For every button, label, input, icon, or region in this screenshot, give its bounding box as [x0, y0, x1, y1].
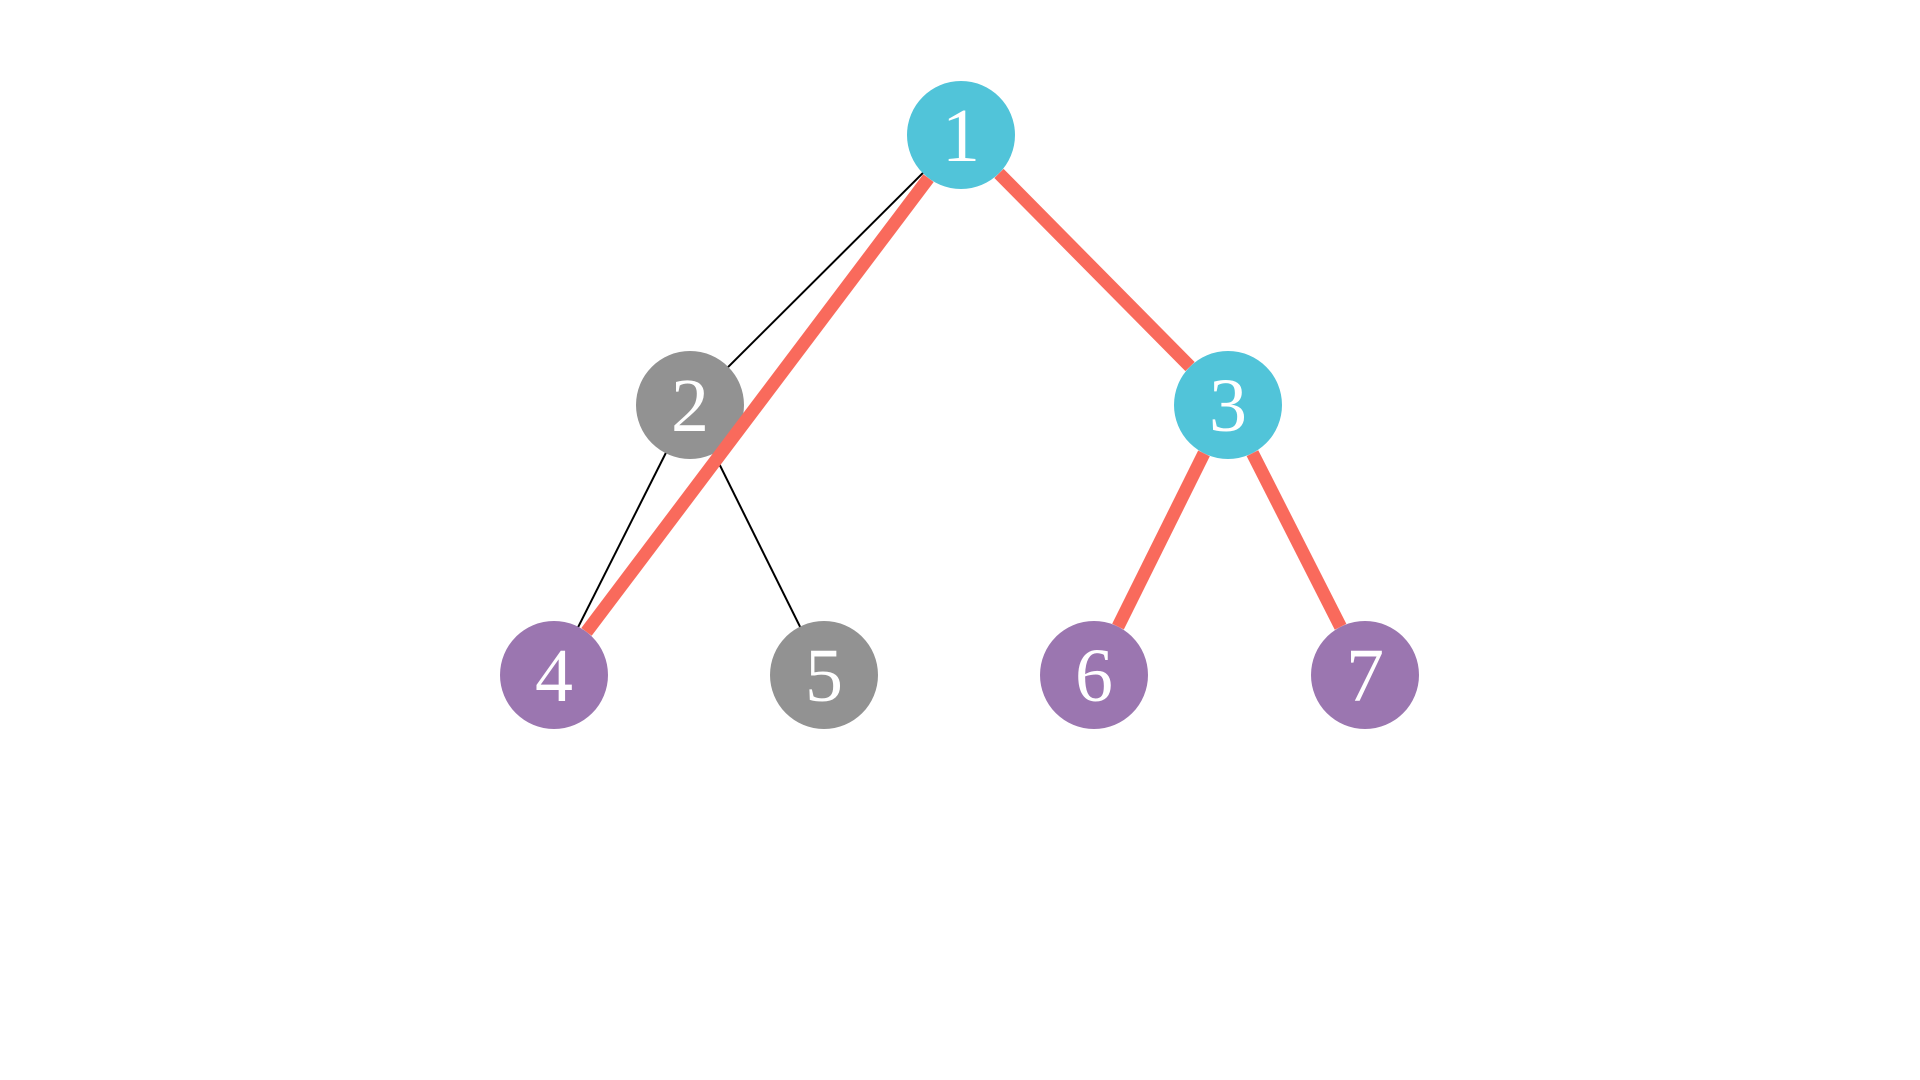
- tree-highlight-edge-3-6: [1112, 450, 1210, 630]
- tree-node-6: 6: [1040, 621, 1148, 729]
- tree-node-circle-2: [636, 351, 744, 459]
- tree-node-circle-6: [1040, 621, 1148, 729]
- tree-node-circle-3: [1174, 351, 1282, 459]
- tree-node-3: 3: [1174, 351, 1282, 459]
- tree-node-1: 1: [907, 81, 1015, 189]
- tree-highlight-edge-1-4: [581, 174, 934, 636]
- tree-node-7: 7: [1311, 621, 1419, 729]
- tree-node-5: 5: [770, 621, 878, 729]
- highlighted-edges-layer: [581, 168, 1347, 636]
- tree-node-circle-1: [907, 81, 1015, 189]
- tree-node-circle-4: [500, 621, 608, 729]
- tree-highlight-edge-3-7: [1246, 450, 1347, 630]
- tree-highlight-edge-1-3: [994, 168, 1195, 372]
- tree-node-4: 4: [500, 621, 608, 729]
- tree-node-circle-5: [770, 621, 878, 729]
- tree-node-circle-7: [1311, 621, 1419, 729]
- tree-edge-1-2: [689, 134, 962, 406]
